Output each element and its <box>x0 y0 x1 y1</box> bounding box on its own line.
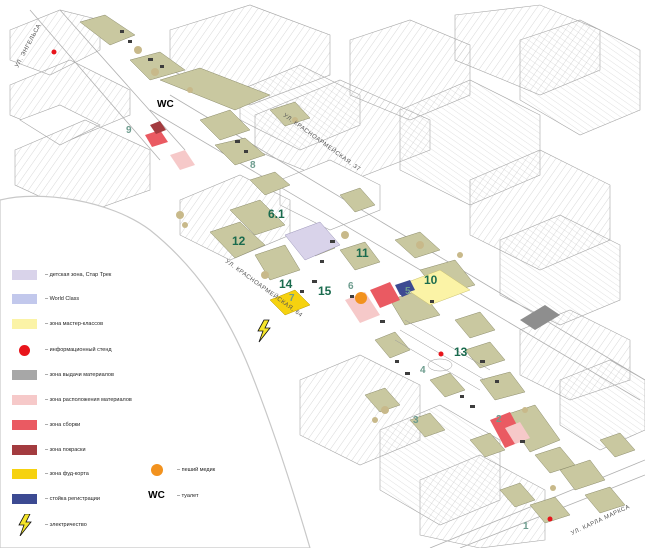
legend-painting: – зона покраски <box>12 445 86 455</box>
zone-number-15: 15 <box>318 284 332 298</box>
zone-number-5: 5 <box>405 286 411 297</box>
zone-numbers: 9 8 6.1 12 11 10 14 7 15 6 5 13 4 3 2 1 <box>126 125 529 532</box>
zone-number-7: 7 <box>289 293 295 304</box>
zone-number-8: 8 <box>250 160 256 171</box>
map-lens-edge <box>0 195 311 548</box>
lightning-icon <box>17 514 32 536</box>
zone-number-6: 6 <box>348 281 354 292</box>
legend-label: – зона мастер-классов <box>45 321 104 327</box>
world-class-swatch <box>12 294 37 304</box>
trees <box>134 46 556 491</box>
legend-label: – электричество <box>45 522 87 528</box>
legend-label: – зона расположения материалов <box>45 397 132 403</box>
dark-structure <box>520 305 560 330</box>
info-stand-marker[interactable] <box>547 516 553 522</box>
masterclass-zone-area[interactable] <box>399 269 471 306</box>
materials-placement-area-2[interactable] <box>345 292 380 323</box>
zone-number-4: 4 <box>420 365 426 376</box>
legend-food-court: – зона фуд-корта <box>12 469 89 479</box>
painting-area-1[interactable] <box>150 121 166 134</box>
electricity-swatch <box>12 514 37 536</box>
medic-marker[interactable] <box>355 292 367 304</box>
zone-number-10: 10 <box>424 273 438 287</box>
info-stands[interactable] <box>51 49 553 522</box>
registration-stand[interactable] <box>398 287 409 297</box>
legend-label: – зона покраски <box>45 447 86 453</box>
zone-number-6-1: 6.1 <box>268 207 285 221</box>
legend-label: – зона сборки <box>45 422 81 428</box>
legend-label: – зона фуд-корта <box>45 471 89 477</box>
legend-kids-zone: – детская зона, Стар Трек <box>12 270 111 280</box>
legend-electricity: – электричество <box>12 514 87 536</box>
legend-label: – туалет <box>177 492 199 499</box>
wc-map-label[interactable]: WC <box>157 99 174 110</box>
medic-swatch <box>144 463 169 477</box>
medic-icon <box>150 464 163 476</box>
legend-assembly: – зона сборки <box>12 420 80 430</box>
info-stand-swatch <box>12 343 37 357</box>
objects <box>120 30 525 443</box>
legend-label: – информационный стенд <box>45 347 112 353</box>
zone-number-2: 2 <box>496 414 502 425</box>
painting-swatch <box>12 445 37 455</box>
legend-masterclass: – зона мастер-классов <box>12 319 103 329</box>
legend-label: – пеший медик <box>177 467 216 473</box>
plaza <box>394 319 491 391</box>
legend-registration: – стойка регистрации <box>12 494 100 504</box>
legend-medic: – пеший медик <box>144 463 215 477</box>
masterclass-swatch <box>12 319 37 329</box>
info-stand-icon <box>19 344 30 356</box>
zone-number-13: 13 <box>454 345 468 359</box>
legend-materials-issue: – зона выдачи материалов <box>12 370 114 380</box>
materials-issue-swatch <box>12 370 37 380</box>
zone-number-3: 3 <box>413 415 419 426</box>
zone-number-9: 9 <box>126 125 132 136</box>
legend-materials-placement: – зона расположения материалов <box>12 395 132 405</box>
legend-label: – зона выдачи материалов <box>45 372 114 378</box>
kids-zone-area[interactable] <box>284 221 341 261</box>
materials-placement-area[interactable] <box>170 150 195 170</box>
building-wireframes <box>9 4 645 548</box>
ground-blocks <box>79 14 636 524</box>
zone-number-14: 14 <box>279 277 293 291</box>
assembly-area-2[interactable] <box>370 282 400 308</box>
legend-label: – World Class <box>45 296 80 302</box>
legend-world-class: – World Class <box>12 294 79 304</box>
zones <box>145 121 530 448</box>
info-stand-marker[interactable] <box>51 49 57 55</box>
assembly-swatch <box>12 420 37 430</box>
food-court-area[interactable] <box>269 289 311 316</box>
kids-zone-swatch <box>12 270 37 280</box>
legend-toilet: WC – туалет <box>144 490 199 501</box>
legend-info-stand: – информационный стенд <box>12 343 112 357</box>
food-court-swatch <box>12 469 37 479</box>
legend-label: – стойка регистрации <box>45 496 100 502</box>
materials-placement-area-3[interactable] <box>505 422 530 444</box>
zone-number-1: 1 <box>523 521 529 532</box>
info-stand-marker[interactable] <box>438 351 444 357</box>
zone-number-12: 12 <box>232 234 246 248</box>
registration-swatch <box>12 494 37 504</box>
legend-label: – детская зона, Стар Трек <box>45 272 112 278</box>
electricity-icon <box>257 319 271 343</box>
zone-number-11: 11 <box>356 246 369 260</box>
materials-placement-swatch <box>12 395 37 405</box>
assembly-area-1[interactable] <box>145 130 168 147</box>
wc-icon: WC <box>148 490 165 501</box>
